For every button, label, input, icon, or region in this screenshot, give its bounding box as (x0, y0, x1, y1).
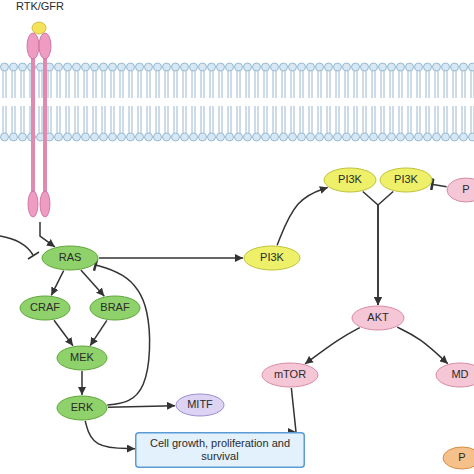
node-body: mTOR (261, 362, 319, 388)
oval-shape (262, 363, 318, 387)
node-body: P (442, 446, 474, 470)
activation-arrow (108, 406, 175, 408)
node-label: PI3K (394, 173, 418, 186)
node-label: MD (451, 368, 468, 381)
node-body: BRAF (89, 295, 141, 321)
node-body: ERK (56, 395, 108, 421)
oval-shape (244, 246, 300, 270)
activation-arrow (305, 328, 360, 364)
kinase-oval: BRAF (89, 295, 141, 321)
node-label: P (458, 451, 465, 464)
outcome-box: Cell growth, proliferation and survival (135, 432, 305, 468)
receptor-label: RTK/GFR (8, 0, 72, 222)
protein-oval: MD (435, 362, 474, 388)
activation-arrow (363, 191, 378, 305)
activation-arrow (99, 257, 243, 259)
kinase-oval: PI3K (323, 167, 377, 193)
oval-shape (57, 396, 107, 420)
protein-oval: P (446, 177, 474, 203)
receptor-name: RTK/GFR (16, 0, 64, 13)
activation-arrow (81, 371, 83, 395)
node-body: PI3K (379, 167, 433, 193)
node-label: RAS (59, 251, 82, 264)
node-label: BRAF (100, 301, 129, 314)
node-body: AKT (351, 305, 405, 331)
kinase-oval: AKT (351, 305, 405, 331)
activation-arrow (397, 327, 448, 364)
kinase-oval: ERK (56, 395, 108, 421)
kinase-oval: PI3K (379, 167, 433, 193)
oval-outline (446, 177, 474, 203)
kinase-oval: MEK (56, 345, 108, 371)
node-label: mTOR (274, 368, 306, 381)
inhibition-arc (0, 236, 39, 259)
oval-shape (352, 306, 404, 330)
node-body: RTK/GFR (8, 0, 72, 222)
oval-shape (20, 296, 70, 320)
node-label: ERK (71, 401, 94, 414)
protein-oval: P (442, 446, 474, 470)
node-body: MEK (56, 345, 108, 371)
inhibition-connector (95, 265, 150, 405)
node-label: MITF (187, 398, 213, 411)
node-label: PI3K (260, 251, 284, 264)
oval-shape (436, 363, 474, 387)
factor-oval: MITF (175, 393, 225, 417)
activation-arrow (277, 187, 328, 245)
activation-arrow (90, 320, 107, 345)
node-label: PI3K (338, 173, 362, 186)
node-label: AKT (367, 311, 388, 324)
oval-outline (442, 446, 474, 470)
node-body: CRAF (19, 295, 71, 321)
box-shape (136, 433, 305, 468)
node-label: MEK (70, 351, 94, 364)
node-body: Cell growth, proliferation and survival (135, 432, 305, 468)
node-body: MITF (175, 393, 225, 417)
node-body: PI3K (243, 245, 301, 271)
kinase-oval: mTOR (261, 362, 319, 388)
oval-shape (380, 168, 432, 192)
oval-shape (90, 296, 140, 320)
node-body: PI3K (323, 167, 377, 193)
oval-shape (42, 246, 98, 270)
activation-arrow (81, 270, 104, 296)
node-body: RAS (41, 245, 99, 271)
activation-arrow (291, 388, 296, 432)
oval-shape (57, 346, 107, 370)
node-label: P (462, 183, 469, 196)
oval-shape (443, 447, 474, 469)
activation-arrow (51, 271, 63, 296)
node-body: P (446, 177, 474, 203)
oval-shape (447, 178, 474, 202)
kinase-oval: CRAF (19, 295, 71, 321)
lipid-bilayer (0, 62, 474, 142)
kinase-oval: PI3K (243, 245, 301, 271)
receptor-symbol (27, 22, 51, 217)
node-label: Cell growth, proliferation and survival (147, 437, 293, 463)
oval-shape (324, 168, 376, 192)
protein-oval: RAS (41, 245, 99, 271)
activation-arrow (40, 222, 55, 247)
activation-arrow (54, 320, 73, 346)
activation-arrow (378, 191, 393, 305)
node-label: CRAF (30, 301, 60, 314)
inhibition-connector (432, 184, 447, 187)
oval-shape (176, 394, 224, 416)
activation-arrow (85, 421, 135, 449)
node-body: MD (435, 362, 474, 388)
